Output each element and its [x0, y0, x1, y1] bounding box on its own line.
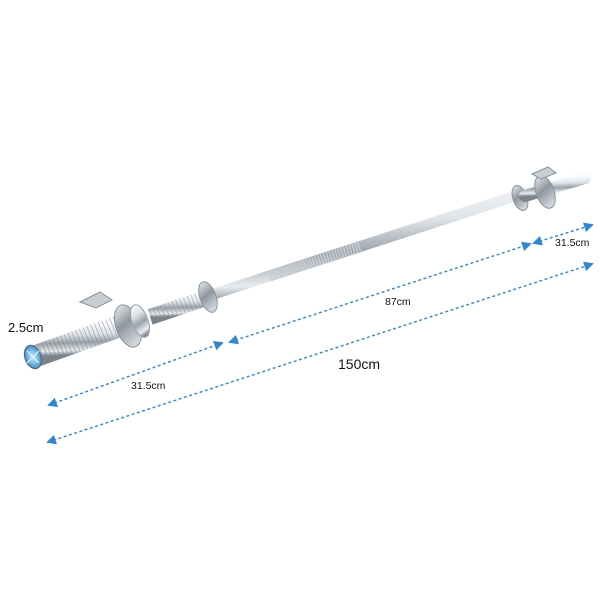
left-thread-texture: [32, 315, 124, 367]
grip-shaft: [174, 182, 546, 311]
grip-section-label: 87cm: [385, 296, 411, 308]
right-collar-clip: [530, 166, 558, 180]
total-length-dimension-line: [46, 261, 594, 445]
right-sleeve-label: 31.5cm: [555, 237, 590, 249]
dimension-labels: 2.5cm 31.5cm 87cm 31.5cm 150cm: [8, 237, 590, 392]
barbell: [23, 166, 591, 370]
end-cap-cross-b: [26, 350, 40, 364]
diameter-label: 2.5cm: [8, 320, 43, 335]
left-sleeve-label: 31.5cm: [131, 380, 166, 392]
right-sleeve: [519, 172, 591, 202]
total-length-label: 150cm: [338, 356, 380, 372]
grip-dimension-line: [228, 241, 532, 345]
right-sleeve-dimension-line: [532, 222, 594, 246]
left-collar-clip: [78, 291, 113, 309]
dimension-lines: [46, 222, 594, 445]
